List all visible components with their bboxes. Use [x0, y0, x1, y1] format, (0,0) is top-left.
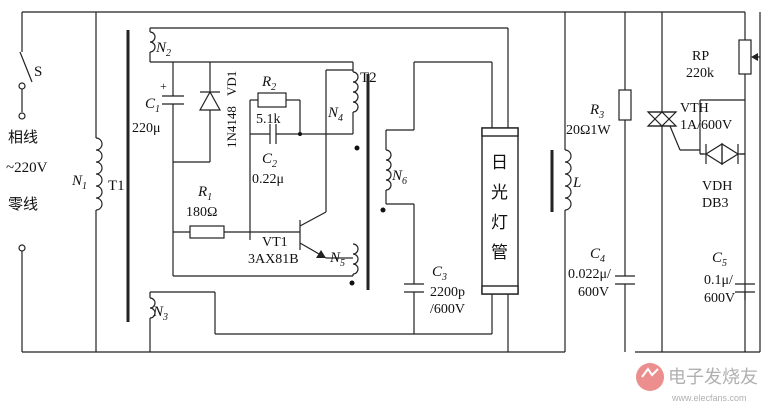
- c4-label: C4: [590, 246, 605, 265]
- r3-resistor: [618, 12, 632, 276]
- vt1-label: VT1: [262, 235, 288, 250]
- c2-label: C2: [262, 151, 277, 170]
- tube-char-3: 灯: [491, 213, 508, 232]
- c3-value-2: /600V: [430, 302, 465, 317]
- c1-plus: +: [160, 79, 167, 93]
- t1-n3-winding: [149, 291, 492, 352]
- c3-value-1: 2200p: [430, 285, 465, 300]
- r1-value: 180Ω: [186, 205, 217, 220]
- neutral-line-label: 零线: [8, 196, 38, 213]
- t2-n5-label: N5: [329, 250, 345, 269]
- t2-n4-dot: [354, 145, 360, 151]
- c3-capacitor: [404, 283, 424, 334]
- t2-label: T2: [360, 70, 377, 86]
- t2-n5-dot: [349, 280, 355, 286]
- phase-line-label: 相线: [8, 129, 38, 146]
- t1-n2-label: N2: [155, 40, 171, 59]
- t1-label: T1: [108, 178, 125, 194]
- c5-value-2: 600V: [704, 291, 735, 306]
- t2-n6-label: N6: [391, 168, 407, 187]
- r2-c2-network: [249, 92, 353, 240]
- r3-label: R3: [589, 102, 604, 121]
- t2-n6-dot: [380, 207, 386, 213]
- junction-dot: [298, 132, 302, 136]
- vth-label: VTH: [680, 101, 709, 116]
- c1-capacitor: [162, 62, 210, 163]
- t2-n4-label: N4: [327, 105, 343, 124]
- switch-label: S: [34, 64, 42, 80]
- watermark-url: www.elecfans.com: [671, 393, 747, 403]
- fluorescent-tube: [472, 27, 519, 352]
- t2-n5-winding: [172, 162, 359, 277]
- vth-triac: [646, 12, 700, 352]
- c5-label: C5: [712, 250, 727, 269]
- vt1-part: 3AX81B: [248, 252, 299, 267]
- vd1-part: 1N4148: [224, 106, 239, 148]
- watermark-text: 电子发烧友: [668, 367, 758, 387]
- t1-n1-label: N1: [71, 173, 87, 192]
- tube-char-4: 管: [491, 243, 508, 262]
- c4-capacitor: [615, 275, 635, 352]
- mains-switch: [18, 12, 33, 352]
- inductor-l: [564, 12, 572, 352]
- c4-value-1: 0.022μ/: [568, 267, 611, 282]
- inductor-label: L: [572, 175, 581, 191]
- t1-n1-winding: [95, 12, 103, 352]
- vdh-label: VDH: [702, 179, 732, 194]
- vd1-diode: [198, 62, 222, 162]
- c3-label: C3: [432, 264, 447, 283]
- rp-value: 220k: [686, 66, 714, 81]
- c2-value: 0.22μ: [252, 172, 284, 187]
- t1-n3-label: N3: [152, 304, 168, 323]
- vt1-transistor: [299, 69, 353, 259]
- watermark-logo: [636, 363, 664, 391]
- tube-char-2: 光: [491, 183, 508, 202]
- rp-label: RP: [692, 49, 709, 64]
- vdh-part: DB3: [702, 196, 728, 211]
- t1-n2-winding: [149, 27, 472, 63]
- r1-label: R1: [197, 184, 212, 203]
- vdh-diac: [699, 100, 746, 300]
- c5-value-1: 0.1μ/: [704, 273, 733, 288]
- mains-voltage-label: ~220V: [6, 160, 48, 176]
- c1-value: 220μ: [132, 121, 161, 136]
- c1-label: C1: [145, 96, 160, 115]
- vd1-name: VD1: [224, 71, 239, 96]
- r2-label: R2: [261, 74, 276, 93]
- r1-resistor: [173, 225, 300, 239]
- c5-capacitor: [735, 283, 755, 352]
- t2-n6-winding: [385, 61, 492, 284]
- t2-n4-winding: [332, 61, 359, 134]
- r3-value: 20Ω1W: [566, 123, 611, 138]
- c4-value-2: 600V: [578, 285, 609, 300]
- tube-char-1: 日: [491, 153, 508, 172]
- vth-rating: 1A/600V: [680, 118, 732, 133]
- r2-value: 5.1k: [256, 112, 281, 127]
- rp-potentiometer: [635, 11, 761, 352]
